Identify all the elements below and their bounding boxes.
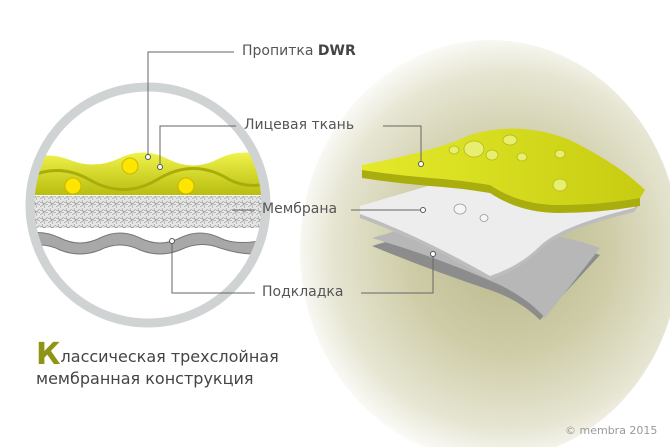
label-dwr: Пропитка DWR [242,43,356,59]
title-line1: лассическая трехслойная [60,347,279,366]
copyright: © membra 2015 [565,424,658,437]
title-initial: К [36,337,61,372]
title-line2: мембранная конструкция [36,369,254,388]
leader-lines-left [147,51,255,294]
label-face-fabric: Лицевая ткань [244,117,355,133]
layered-fabric [360,128,645,320]
label-membrane: Мембрана [262,201,338,217]
diagram-title: Классическая трехслойная мембранная конс… [36,340,279,390]
leader-lines-right [351,125,434,294]
label-lining: Подкладка [262,284,344,300]
